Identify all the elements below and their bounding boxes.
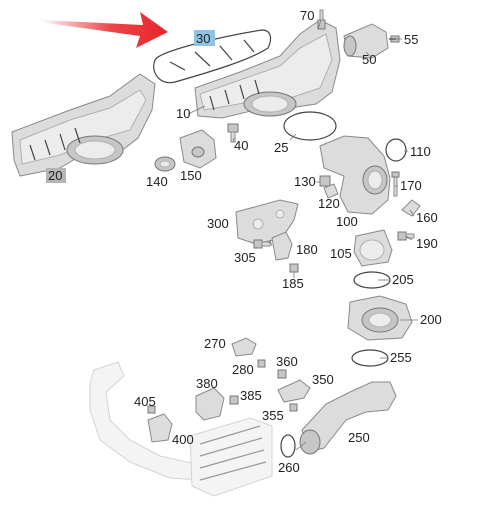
bolt-385[interactable] <box>229 395 239 405</box>
seal-140[interactable] <box>154 156 176 172</box>
intake-pipe-250[interactable] <box>299 381 397 455</box>
leader-lines <box>187 19 418 451</box>
part-label-405[interactable]: 405 <box>134 394 156 409</box>
part-label-355[interactable]: 355 <box>262 408 284 423</box>
part-label-300[interactable]: 300 <box>207 216 229 231</box>
bolt-360[interactable] <box>277 369 287 379</box>
part-label-385[interactable]: 385 <box>240 388 262 403</box>
part-label-120[interactable]: 120 <box>318 196 340 211</box>
part-label-200[interactable]: 200 <box>420 312 442 327</box>
part-label-105[interactable]: 105 <box>330 246 352 261</box>
part-label-260[interactable]: 260 <box>278 460 300 475</box>
ring-110[interactable] <box>385 138 407 162</box>
part-label-70[interactable]: 70 <box>300 8 314 23</box>
part-label-250[interactable]: 250 <box>348 430 370 445</box>
part-label-360[interactable]: 360 <box>276 354 298 369</box>
part-label-380[interactable]: 380 <box>196 376 218 391</box>
part-label-205[interactable]: 205 <box>392 272 414 287</box>
screw-170[interactable] <box>391 171 400 197</box>
bolt-305[interactable] <box>253 239 271 249</box>
bolt-280[interactable] <box>257 359 266 368</box>
part-label-100[interactable]: 100 <box>336 214 358 229</box>
throttle-body-200[interactable] <box>347 295 413 341</box>
intake-manifold-10[interactable] <box>194 19 341 119</box>
part-label-170[interactable]: 170 <box>400 178 422 193</box>
part-label-270[interactable]: 270 <box>204 336 226 351</box>
part-label-350[interactable]: 350 <box>312 372 334 387</box>
part-label-400[interactable]: 400 <box>172 432 194 447</box>
clip-120[interactable] <box>323 183 339 199</box>
part-label-20[interactable]: 20 <box>48 168 62 183</box>
part-label-25[interactable]: 25 <box>274 140 288 155</box>
part-label-50[interactable]: 50 <box>362 52 376 67</box>
intake-manifold-20[interactable] <box>11 73 156 177</box>
clamp-160[interactable] <box>401 199 421 217</box>
bracket-270[interactable] <box>231 337 257 357</box>
part-label-110[interactable]: 110 <box>410 144 431 159</box>
bracket-380[interactable] <box>195 387 225 421</box>
sensor-130[interactable] <box>319 175 331 187</box>
direction-arrow <box>40 12 168 48</box>
bolt-405[interactable] <box>147 405 156 414</box>
highlight-box-20 <box>46 168 66 183</box>
bracket-180[interactable] <box>271 231 293 261</box>
throttle-body-105[interactable] <box>353 229 393 267</box>
part-label-130[interactable]: 130 <box>294 174 316 189</box>
bolt-70[interactable] <box>317 9 326 30</box>
bolt-355[interactable] <box>289 403 298 412</box>
part-label-150[interactable]: 150 <box>180 168 202 183</box>
part-label-255[interactable]: 255 <box>390 350 412 365</box>
part-label-190[interactable]: 190 <box>416 236 438 251</box>
highlight-box-30 <box>194 30 215 46</box>
part-number-labels: 30 20 10 70 55 50 40 25 140 150 110 130 … <box>46 8 442 475</box>
bracket-400[interactable] <box>147 413 173 443</box>
intake-elbow-100[interactable] <box>319 135 391 215</box>
part-label-180[interactable]: 180 <box>296 242 318 257</box>
part-label-40[interactable]: 40 <box>234 138 248 153</box>
bracket-350[interactable] <box>277 379 311 403</box>
part-label-140[interactable]: 140 <box>146 174 168 189</box>
part-label-280[interactable]: 280 <box>232 362 254 377</box>
part-label-30[interactable]: 30 <box>196 31 210 46</box>
part-label-160[interactable]: 160 <box>416 210 438 225</box>
part-label-10[interactable]: 10 <box>176 106 190 121</box>
ring-260[interactable] <box>280 434 296 458</box>
bracket-150[interactable] <box>179 129 217 169</box>
nut-185[interactable] <box>289 263 299 273</box>
o-ring-25[interactable] <box>283 111 337 141</box>
flange-housing-50[interactable] <box>343 23 389 59</box>
part-label-185[interactable]: 185 <box>282 276 304 291</box>
part-label-305[interactable]: 305 <box>234 250 256 265</box>
part-label-55[interactable]: 55 <box>404 32 418 47</box>
air-intake-assembly <box>89 361 273 497</box>
